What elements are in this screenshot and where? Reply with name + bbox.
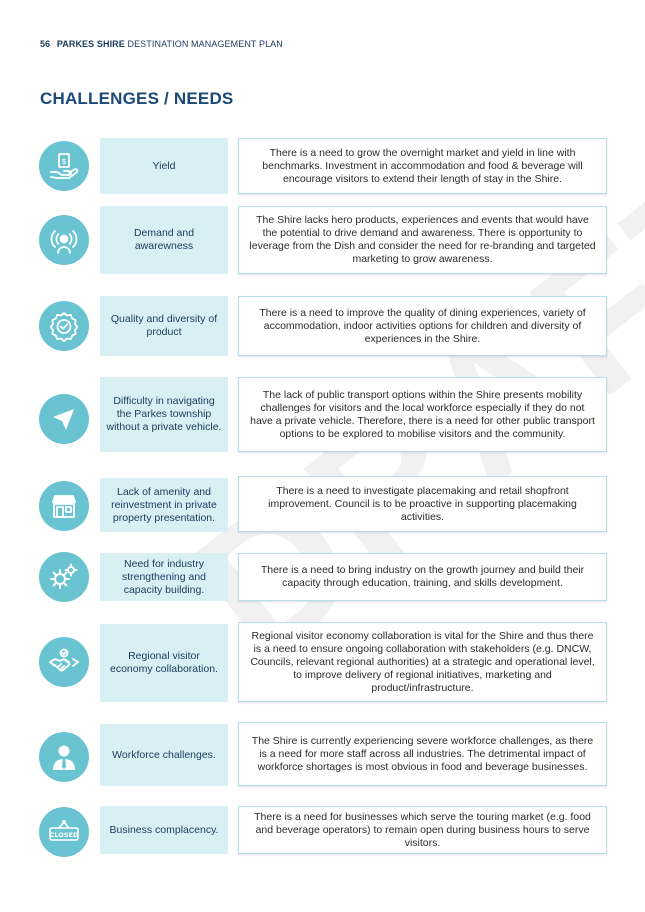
description-demand: The Shire lacks hero products, experienc… xyxy=(238,206,607,274)
label-regional: Regional visitor economy collaboration. xyxy=(100,624,228,702)
closed-sign-icon: CLOSED xyxy=(39,807,89,857)
description-workforce: The Shire is currently experiencing seve… xyxy=(238,722,607,786)
navigation-arrow-icon xyxy=(39,394,89,444)
description-business: There is a need for businesses which ser… xyxy=(238,806,607,854)
closed-sign-text: CLOSED xyxy=(50,831,79,839)
description-quality: There is a need to improve the quality o… xyxy=(238,296,607,356)
label-workforce: Workforce challenges. xyxy=(100,724,228,786)
gears-icon xyxy=(39,552,89,602)
description-industry: There is a need to bring industry on the… xyxy=(238,553,607,601)
handshake-icon xyxy=(39,637,89,687)
description-amenity: There is a need to investigate placemaki… xyxy=(238,476,607,532)
label-demand: Demand and awarewness xyxy=(100,206,228,274)
label-quality: Quality and diversity of product xyxy=(100,296,228,356)
doc-subtitle: DESTINATION MANAGEMENT PLAN xyxy=(127,39,283,49)
svg-text:$: $ xyxy=(61,157,66,166)
description-regional: Regional visitor economy collaboration i… xyxy=(238,622,607,702)
page-title: CHALLENGES / NEEDS xyxy=(40,89,234,108)
doc-title: PARKES SHIRE xyxy=(56,39,125,49)
label-amenity: Lack of amenity and reinvestment in priv… xyxy=(100,478,228,532)
hand-money-icon: $ xyxy=(39,141,89,191)
quality-badge-icon xyxy=(39,301,89,351)
label-industry: Need for industry strengthening and capa… xyxy=(100,553,228,601)
page-number: 56 xyxy=(40,39,51,49)
worker-icon xyxy=(39,732,89,782)
description-navigation: The lack of public transport options wit… xyxy=(238,377,607,452)
page-header: 56 PARKES SHIRE DESTINATION MANAGEMENT P… xyxy=(40,39,283,49)
label-business: Business complacency. xyxy=(100,806,228,854)
label-navigation: Difficulty in navigating the Parkes town… xyxy=(100,377,228,452)
person-broadcast-icon xyxy=(39,215,89,265)
description-yield: There is a need to grow the overnight ma… xyxy=(238,138,607,194)
storefront-icon xyxy=(39,481,89,531)
label-yield: Yield xyxy=(100,138,228,194)
